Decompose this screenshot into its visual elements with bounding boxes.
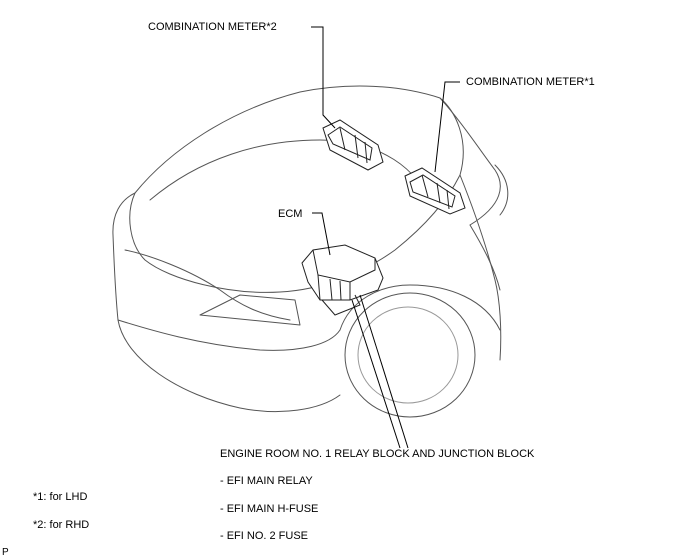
relay-item-efi-main-relay: - EFI MAIN RELAY <box>220 475 313 487</box>
leader-ecm <box>312 212 331 256</box>
ecm-label: ECM <box>278 208 303 220</box>
leader-meter-2 <box>311 26 336 129</box>
a-pillar <box>494 164 509 216</box>
body-right <box>469 224 501 291</box>
leader-relay-block-a <box>359 294 409 449</box>
headlight <box>199 294 301 326</box>
windshield-line <box>439 97 501 226</box>
combination-meter-2-label: COMBINATION METER*2 <box>148 21 277 33</box>
wheel-arch <box>339 284 501 331</box>
note-rhd: *2: for RHD <box>33 519 90 531</box>
relay-item-efi-no2-fuse: - EFI NO. 2 FUSE <box>220 530 309 542</box>
grille <box>124 249 291 321</box>
relay-item-efi-main-h-fuse: - EFI MAIN H-FUSE <box>220 503 319 515</box>
lower-bumper <box>117 319 341 351</box>
leader-relay-block-b <box>351 299 401 449</box>
figure-code: P <box>2 547 9 558</box>
combination-meter-2-part <box>322 119 384 171</box>
leader-meter-1 <box>434 81 460 173</box>
relay-block-label: ENGINE ROOM NO. 1 RELAY BLOCK AND JUNCTI… <box>220 448 535 460</box>
fender <box>459 174 502 361</box>
note-lhd: *1: for LHD <box>33 491 88 503</box>
wheel <box>344 292 476 418</box>
hood-crease <box>149 139 431 206</box>
combination-meter-1-part <box>404 167 466 215</box>
ecm-part <box>301 244 384 316</box>
wheel-inner <box>357 306 459 404</box>
front-face <box>112 192 341 413</box>
combination-meter-1-label: COMBINATION METER*1 <box>466 76 595 88</box>
